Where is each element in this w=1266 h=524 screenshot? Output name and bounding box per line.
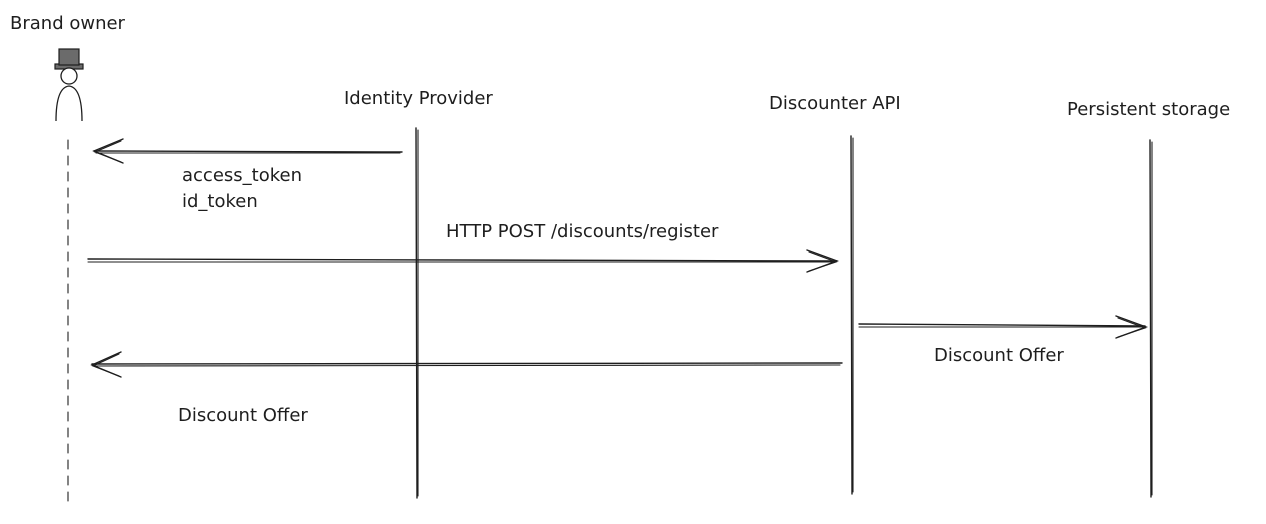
- arrow-register-to-discounter-api: [87, 249, 840, 273]
- message-access-token: access_token: [182, 165, 302, 186]
- participant-brand-owner: Brand owner: [10, 13, 126, 34]
- message-register-request: HTTP POST /discounts/register: [446, 221, 719, 242]
- lifeline-discounter-api: [850, 135, 854, 495]
- message-id-token: id_token: [182, 191, 258, 212]
- top-hat-person-icon: [54, 48, 84, 122]
- participant-discounter-api: Discounter API: [769, 93, 901, 114]
- participant-persistent-storage: Persistent storage: [1067, 99, 1230, 120]
- lifeline-persistent-storage: [1149, 139, 1153, 498]
- message-return-offer: Discount Offer: [178, 405, 308, 426]
- arrow-tokens-to-brand-owner: [92, 138, 403, 164]
- arrow-offer-to-brand-owner: [90, 351, 843, 378]
- lifeline-identity-provider: [415, 127, 419, 499]
- arrow-offer-to-persistent-storage: [858, 315, 1149, 339]
- message-storage-offer: Discount Offer: [934, 345, 1064, 366]
- participant-identity-provider: Identity Provider: [344, 88, 493, 109]
